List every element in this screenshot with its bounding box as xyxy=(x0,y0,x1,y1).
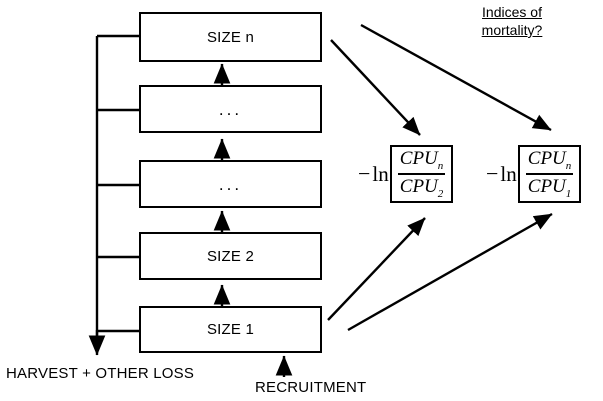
box-intermediate-lower[interactable]: ... xyxy=(139,160,322,208)
arrow-size-1-to-index-2 xyxy=(327,217,426,321)
formula-1-numerator-text: CPU xyxy=(527,148,566,169)
formula-1-denominator-text: CPU xyxy=(527,176,566,198)
box-size-2-label: SIZE 2 xyxy=(206,247,255,265)
formula-1-ln: ln xyxy=(500,161,517,186)
arrow-size-n-to-index-2 xyxy=(330,39,421,136)
formula-2-denominator: CPU2 xyxy=(398,176,446,200)
box-size-1[interactable]: SIZE 1 xyxy=(139,306,322,353)
arrow-size-1-to-index-1 xyxy=(347,212,553,332)
harvest-other-loss-label: HARVEST + OTHER LOSS xyxy=(6,365,195,382)
recruitment-label: RECRUITMENT xyxy=(255,379,367,396)
formula-2-brackets: CPUn CPU2 xyxy=(389,145,454,204)
formula-2-denominator-text: CPU xyxy=(399,176,438,198)
formula-1-minus: − xyxy=(486,161,499,187)
box-intermediate-lower-label: ... xyxy=(218,174,243,194)
formula-1-brackets: CPUn CPU1 xyxy=(517,145,582,204)
box-size-1-label: SIZE 1 xyxy=(206,321,255,338)
box-intermediate-upper[interactable]: ... xyxy=(139,85,322,133)
formula-1-numerator: CPUn xyxy=(526,148,574,172)
formula-2-numerator: CPUn xyxy=(398,148,446,172)
formula-1-fraction-bar xyxy=(525,173,574,176)
box-size-n-label: SIZE n xyxy=(206,28,255,46)
indices-of-mortality-note: Indices of mortality? xyxy=(452,3,572,39)
arrow-size-n-to-index-1 xyxy=(360,23,552,132)
formula-1-fraction: CPUn CPU1 xyxy=(523,148,577,200)
box-size-n[interactable]: SIZE n xyxy=(139,12,322,62)
box-intermediate-upper-label: ... xyxy=(218,99,243,119)
formula-mortality-index-1: − ln CPUn CPU1 xyxy=(486,145,582,204)
formula-1-denominator-sub: 1 xyxy=(565,187,572,200)
formula-2-fraction-bar xyxy=(397,173,446,176)
formula-mortality-index-2: − ln CPUn CPU2 xyxy=(358,145,454,204)
formula-2-numerator-sub: n xyxy=(437,159,444,172)
formula-2-numerator-text: CPU xyxy=(399,148,438,169)
formula-1-numerator-sub: n xyxy=(565,159,572,172)
note-line-2: mortality? xyxy=(481,22,543,38)
formula-1-denominator: CPU1 xyxy=(526,176,574,200)
formula-2-minus: − xyxy=(358,161,371,187)
formula-2-denominator-sub: 2 xyxy=(437,187,444,200)
box-size-2[interactable]: SIZE 2 xyxy=(139,232,322,280)
note-line-1: Indices of xyxy=(482,4,542,20)
formula-2-ln: ln xyxy=(372,161,389,186)
formula-2-fraction: CPUn CPU2 xyxy=(395,148,449,200)
